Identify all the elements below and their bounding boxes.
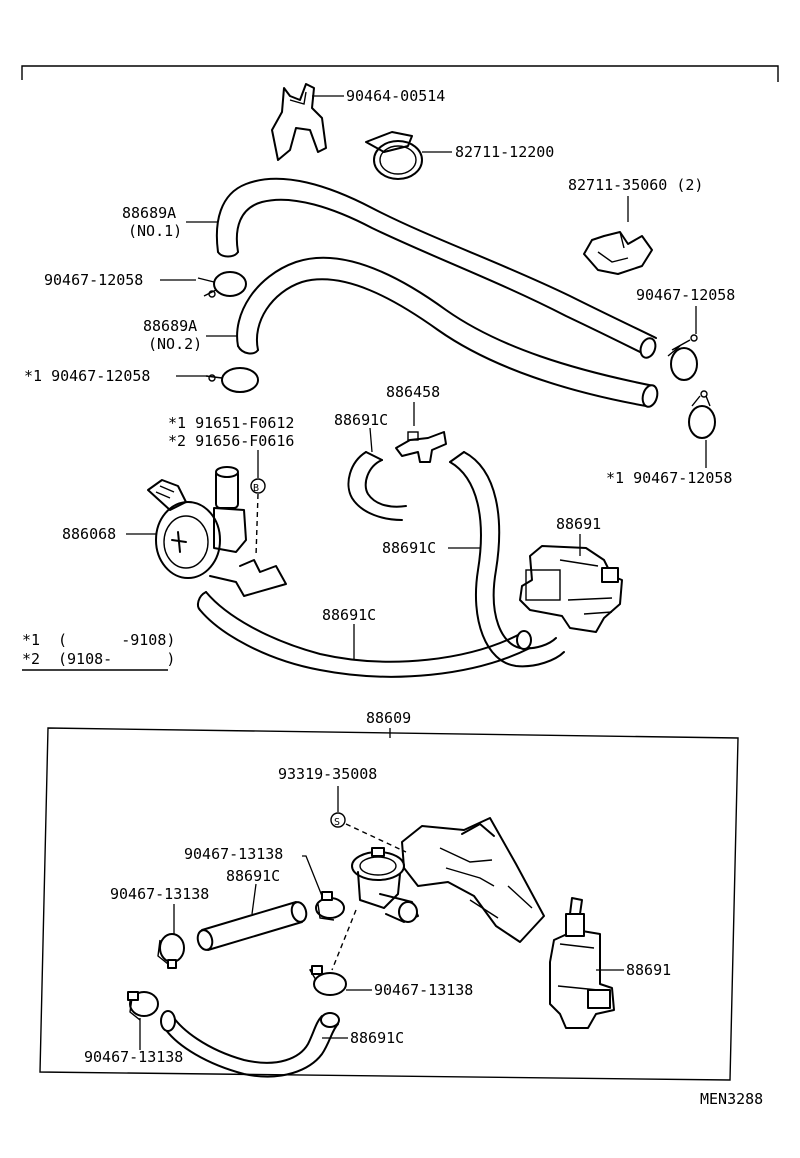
spring-clip-left-top — [197, 271, 247, 298]
label-88691c-box: 88691C — [226, 867, 280, 885]
footnote-2-text: (9108- ) — [58, 650, 175, 668]
dashed-bolt-line — [255, 493, 259, 557]
hose-88691c-low — [197, 591, 532, 678]
leader-88691c-box — [251, 883, 257, 915]
bracket-88609 — [401, 817, 545, 943]
label-82711-12200: 82711-12200 — [455, 143, 554, 161]
clamp-9046713138-d — [127, 991, 159, 1021]
label-88689a-no1-a: 88689A — [122, 204, 176, 222]
vsv-88691 — [519, 545, 623, 633]
hose-88691c-box2 — [160, 1010, 340, 1078]
label-9046713138-b: 90467-13138 — [110, 885, 209, 903]
label-88691: 88691 — [556, 515, 601, 533]
assembly-box — [39, 727, 739, 1081]
clip-90464-00514 — [271, 83, 327, 161]
s-marker — [330, 812, 346, 828]
b-marker — [250, 478, 266, 494]
label-9331935008: 93319-35008 — [278, 765, 377, 783]
label-9046712058-right-star: *1 90467-12058 — [606, 469, 732, 487]
label-9046713138-c: 90467-13138 — [374, 981, 473, 999]
label-9046712058-right: 90467-12058 — [636, 286, 735, 304]
label-91651: *1 91651-F0612 — [168, 414, 294, 432]
label-90464-00514: 90464-00514 — [346, 87, 445, 105]
clamp-9046713138-a — [315, 891, 345, 921]
tee-fitting-886458 — [395, 431, 447, 463]
valve-886068 — [147, 466, 287, 597]
b-marker-text: B — [253, 483, 259, 494]
hose-88691c-box — [196, 901, 308, 951]
vsv-88691-box — [549, 897, 615, 1029]
clamp-9046713138-b — [157, 933, 185, 969]
label-88691c-top: 88691C — [334, 411, 388, 429]
dashed-screw-line — [345, 823, 407, 853]
label-88689a-no2-a: 88689A — [143, 317, 197, 335]
label-9046713138-a: 90467-13138 — [184, 845, 283, 863]
label-88691c-low: 88691C — [322, 606, 376, 624]
hose-88691c-top — [347, 451, 407, 521]
band-clamp-82711-12200 — [365, 131, 423, 180]
label-886458: 886458 — [386, 383, 440, 401]
label-88691c-box2: 88691C — [350, 1029, 404, 1047]
label-9046712058-star: *1 90467-12058 — [24, 367, 150, 385]
valve-assembly — [351, 847, 419, 923]
footnote-2-mark: *2 — [22, 650, 40, 668]
footer-code: MEN3288 — [700, 1090, 763, 1108]
clamp-9046713138-c — [308, 965, 347, 996]
s-marker-text: S — [334, 817, 340, 828]
leader-9046713138-a — [302, 855, 323, 897]
label-9046712058-left: 90467-12058 — [44, 271, 143, 289]
top-frame-line — [21, 65, 779, 82]
label-88691-box: 88691 — [626, 961, 671, 979]
footnote-1-text: ( -9108) — [58, 631, 175, 649]
leader-88691c-top — [369, 427, 373, 453]
hose-88691c-mid — [449, 451, 565, 668]
clamp-82711-35060 — [583, 231, 653, 275]
hose-88689a-no1 — [215, 177, 657, 359]
label-886068: 886068 — [62, 525, 116, 543]
label-88691c-mid: 88691C — [382, 539, 436, 557]
spring-clip-right-top — [667, 334, 698, 381]
spring-clip-right-star — [688, 390, 716, 439]
footnote-1-mark: *1 — [22, 631, 40, 649]
hose-88689a-no2 — [236, 256, 659, 408]
label-82711-35060: 82711-35060 (2) — [568, 176, 703, 194]
label-91656: *2 91656-F0616 — [168, 432, 294, 450]
dashed-clamp-line — [331, 909, 357, 971]
label-9046713138-d: 90467-13138 — [84, 1048, 183, 1066]
label-88609: 88609 — [366, 709, 411, 727]
spring-clip-left-star — [205, 367, 259, 393]
label-88689a-no2-b: (NO.2) — [148, 335, 202, 353]
label-88689a-no1-b: (NO.1) — [128, 222, 182, 240]
